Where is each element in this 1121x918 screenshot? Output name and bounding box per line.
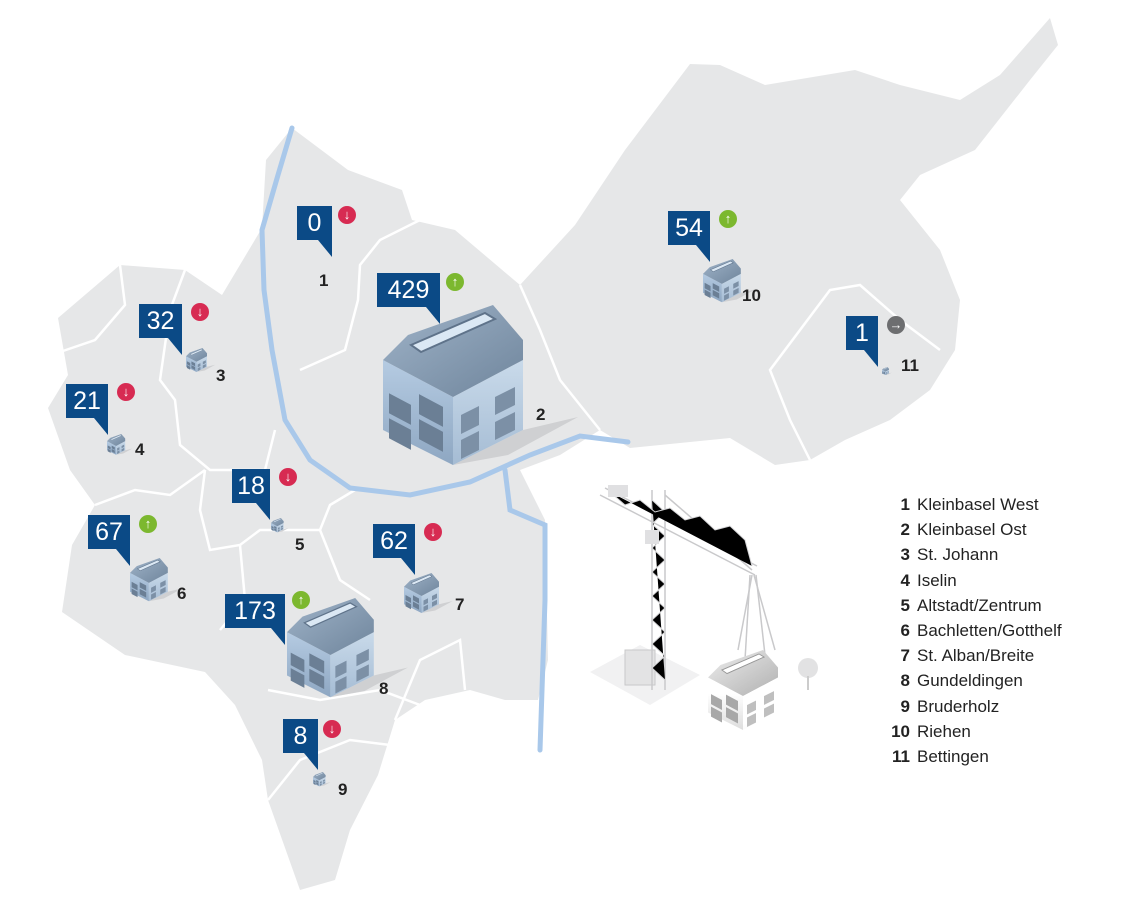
legend-number: 3: [900, 545, 910, 565]
legend-name: Bruderholz: [917, 696, 1000, 716]
legend-item: 4 Iselin: [870, 571, 1062, 596]
legend-item: 11 Bettingen: [870, 747, 1062, 772]
arrow-down-icon: ↓: [424, 523, 442, 541]
district-number-6: 6: [177, 584, 187, 603]
legend-name: St. Alban/Breite: [917, 646, 1035, 666]
district-number-4: 4: [135, 440, 145, 459]
district-number-10: 10: [742, 286, 761, 305]
legend-name: Altstadt/Zentrum: [917, 595, 1042, 615]
arrow-down-icon: ↓: [279, 468, 297, 486]
legend-number: 6: [900, 620, 910, 640]
value-callout-9: 8: [283, 719, 318, 770]
arrow-up-icon: ↑: [446, 273, 464, 291]
legend-number: 2: [900, 520, 910, 540]
legend-item: 2 Kleinbasel Ost: [870, 520, 1062, 545]
value-callout-5: 18: [232, 469, 270, 520]
arrow-right-icon: →: [887, 316, 905, 334]
value-callout-10: 54: [668, 211, 710, 262]
district-number-11: 11: [901, 356, 919, 375]
value-callout-4: 21: [66, 384, 108, 435]
legend-item: 1 Kleinbasel West: [870, 495, 1062, 520]
legend-item: 6 Bachletten/Gotthelf: [870, 621, 1062, 646]
legend-name: Kleinbasel West: [917, 495, 1039, 514]
value-callout-2: 429: [377, 273, 440, 324]
legend-number: 9: [900, 696, 910, 716]
crane-illustration: [590, 485, 818, 731]
legend-number: 7: [900, 646, 910, 666]
legend-item: 8 Gundeldingen: [870, 671, 1062, 696]
legend-name: Gundeldingen: [917, 671, 1023, 691]
value-callout-1: 0: [297, 206, 332, 257]
legend-number: 1: [900, 495, 910, 514]
legend-name: Kleinbasel Ost: [917, 520, 1027, 540]
arrow-up-icon: ↑: [139, 515, 157, 533]
legend-number: 8: [900, 671, 910, 691]
legend-name: St. Johann: [917, 545, 999, 565]
district-number-1: 1: [319, 271, 329, 290]
legend-number: 10: [891, 721, 910, 741]
legend-item: 5 Altstadt/Zentrum: [870, 596, 1062, 621]
legend-item: 7 St. Alban/Breite: [870, 646, 1062, 671]
district-number-9: 9: [338, 780, 348, 799]
legend-name: Bachletten/Gotthelf: [917, 620, 1062, 640]
arrow-down-icon: ↓: [191, 303, 209, 321]
district-number-5: 5: [295, 535, 305, 554]
legend-item: 9 Bruderholz: [870, 697, 1062, 722]
value-callout-11: 1: [846, 316, 878, 367]
legend-number: 11: [892, 746, 910, 766]
legend-name: Iselin: [917, 570, 957, 590]
legend-name: Bettingen: [917, 746, 989, 766]
value-callout-3: 32: [139, 304, 182, 355]
value-callout-8: 173: [225, 594, 285, 645]
district-number-8: 8: [379, 679, 389, 698]
legend-item: 10 Riehen: [870, 722, 1062, 747]
legend-number: 5: [900, 595, 910, 615]
arrow-down-icon: ↓: [338, 206, 356, 224]
arrow-up-icon: ↑: [719, 210, 737, 228]
arrow-up-icon: ↑: [292, 591, 310, 609]
district-number-2: 2: [536, 405, 546, 424]
legend-number: 4: [900, 570, 910, 590]
arrow-down-icon: ↓: [117, 383, 135, 401]
district-number-7: 7: [455, 595, 465, 614]
legend-item: 3 St. Johann: [870, 545, 1062, 570]
legend-name: Riehen: [917, 721, 971, 741]
value-callout-7: 62: [373, 524, 415, 575]
value-callout-6: 67: [88, 515, 130, 566]
river-rhine: [259, 125, 631, 753]
district-number-3: 3: [216, 366, 226, 385]
arrow-down-icon: ↓: [323, 720, 341, 738]
district-legend: 1 Kleinbasel West 2 Kleinbasel Ost 3 St. Jo…: [870, 495, 1062, 772]
